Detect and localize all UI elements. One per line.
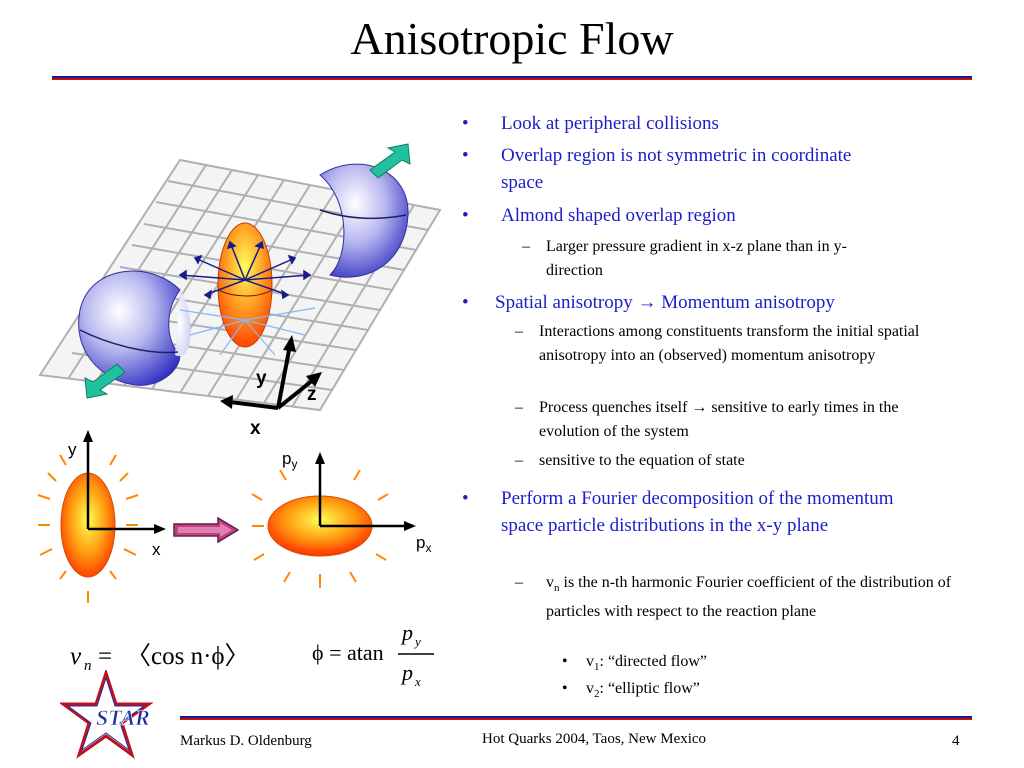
formula-phi: ϕ = atan p y p x	[312, 620, 434, 689]
footer-author: Markus D. Oldenburg	[180, 733, 312, 749]
formula-vn: v n = 〈cos n·ϕ〉	[70, 642, 250, 674]
sub-pressure: – Larger pressure gradient in x-z plane …	[522, 238, 847, 279]
right-axis-px: px	[416, 533, 431, 555]
sub-interactions: – Interactions among constituents transf…	[515, 323, 920, 364]
svg-text:y: y	[413, 634, 421, 649]
bullet-dot: •	[462, 145, 469, 166]
left-axis-y: y	[68, 440, 77, 459]
bullet-peripheral: • Look at peripheral collisions	[462, 110, 962, 137]
svg-text:p: p	[400, 660, 413, 685]
green-arrow-icon	[84, 143, 411, 399]
sub-quenches: – Process quenches itself → sensitive to…	[515, 399, 899, 440]
bullet-dot: •	[462, 205, 469, 226]
svg-text:STAR: STAR	[96, 705, 150, 730]
footer-rule	[180, 716, 972, 720]
sub-vn: – vn is the n-th harmonic Fourier coeffi…	[515, 574, 952, 621]
svg-text:〈cos n·ϕ〉: 〈cos n·ϕ〉	[126, 642, 250, 670]
xyz-axes	[220, 335, 322, 410]
sub-eos: – sensitive to the equation of state	[515, 452, 745, 469]
axis-y-label: y	[256, 368, 267, 389]
axis-x-label: x	[250, 418, 261, 439]
svg-text:ϕ = atan: ϕ = atan	[312, 640, 384, 665]
subsub-v1: • v1: “directed flow”	[562, 653, 707, 674]
bullet-dot: •	[462, 113, 469, 134]
left-nucleus	[78, 270, 191, 386]
almond-overlap	[217, 222, 273, 348]
subsub-v2: • v2: “elliptic flow”	[562, 680, 700, 701]
transform-arrow-icon	[173, 516, 240, 544]
emission-rays	[37, 443, 139, 603]
bullet-dot: •	[462, 488, 469, 509]
pressure-arrows-light	[179, 307, 316, 356]
spatial-distribution: y x	[37, 430, 166, 603]
right-axis-py: py	[282, 449, 297, 471]
bullet-fourier: • Perform a Fourier decomposition of the…	[462, 485, 902, 539]
slide-title: Anisotropic Flow	[350, 13, 674, 64]
left-axis-x: x	[152, 540, 161, 559]
bullet-almond: • Almond shaped overlap region	[462, 202, 962, 229]
page-number: 4	[952, 733, 960, 749]
bullet-overlap: • Overlap region is not symmetric in coo…	[462, 142, 862, 196]
collision-diagram: y z x	[38, 143, 442, 439]
bullet-dot: •	[462, 292, 469, 313]
pressure-arrows	[178, 240, 312, 300]
axis-z-label: z	[307, 384, 317, 405]
svg-text:p: p	[400, 620, 413, 645]
footer-event: Hot Quarks 2004, Taos, New Mexico	[482, 731, 707, 747]
svg-text:x: x	[414, 674, 421, 689]
title-rule	[52, 76, 972, 80]
svg-text:=: =	[98, 643, 112, 670]
bullet-anisotropy: • Spatial anisotropy → Momentum anisotro…	[462, 289, 962, 316]
star-logo: STAR	[60, 670, 154, 759]
svg-text:n: n	[84, 658, 92, 674]
momentum-distribution: py px	[251, 449, 431, 588]
svg-text:v: v	[70, 643, 82, 670]
